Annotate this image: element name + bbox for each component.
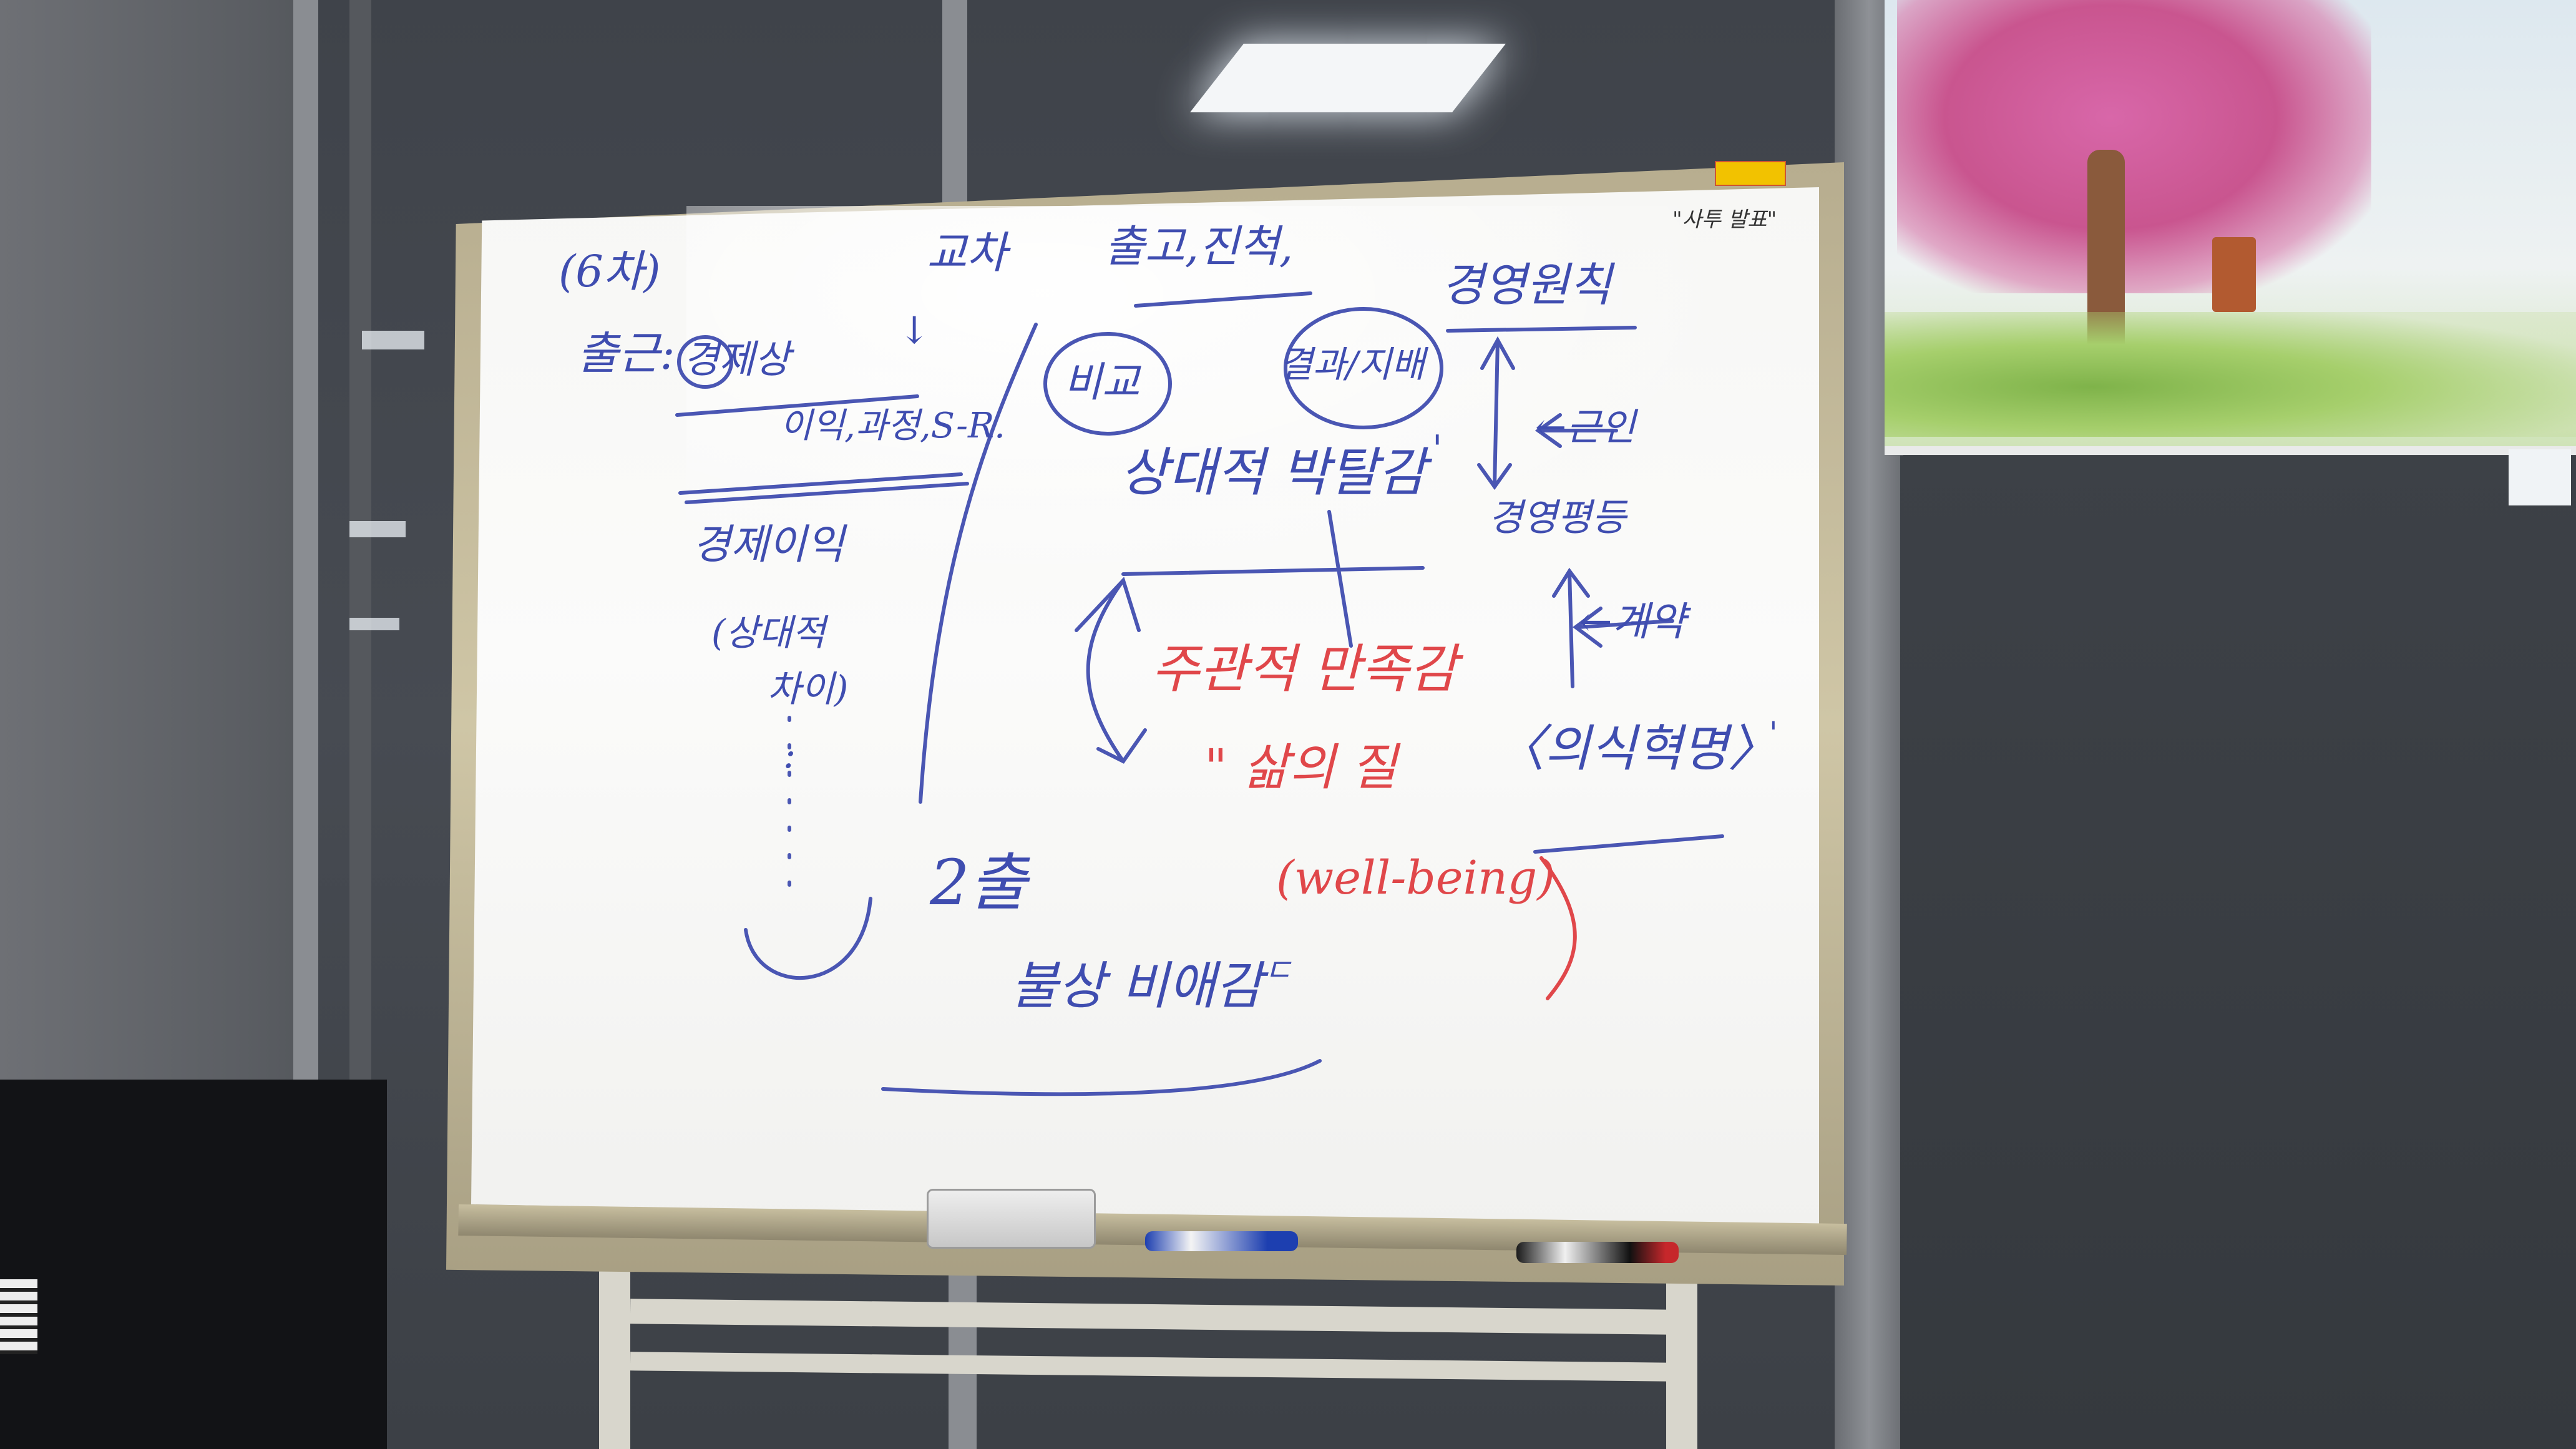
partition-frame bbox=[949, 1242, 977, 1449]
light-reflection bbox=[349, 618, 399, 630]
red-note-line: (well-being) bbox=[1276, 851, 1556, 905]
red-note-line: " 삶의 질 bbox=[1204, 738, 1397, 796]
eraser[interactable] bbox=[927, 1189, 1096, 1249]
circled-word-left: 비교 bbox=[1064, 358, 1140, 406]
note-prefix: 출근: bbox=[577, 327, 675, 379]
bottom-phrase: 불상 비애감 bbox=[1011, 957, 1263, 1016]
note-line: 이익,과정,S-R. bbox=[780, 406, 1005, 446]
top-right-note: "사투 발표" bbox=[1672, 207, 1777, 232]
poster-tree bbox=[1897, 0, 2371, 293]
note-circled-word: 경제상 bbox=[683, 336, 791, 382]
red-note-line: 주관적 만족감 bbox=[1151, 638, 1458, 700]
note-line: ←근인 bbox=[1535, 406, 1636, 449]
note-mark: ' bbox=[1769, 715, 1778, 751]
note-line: 차이) bbox=[768, 668, 849, 710]
circled-word-right: 결과/지배 bbox=[1279, 343, 1425, 386]
bottom-mark: ㄷ bbox=[1264, 952, 1292, 988]
piano bbox=[0, 1080, 387, 1449]
glass-window bbox=[1900, 456, 2576, 1449]
blue-marker[interactable] bbox=[1145, 1231, 1298, 1251]
light-reflection bbox=[349, 521, 406, 537]
note-dots: : bbox=[783, 733, 796, 777]
bottom-label: 2출 bbox=[930, 846, 1027, 919]
easel-leg bbox=[1666, 1261, 1697, 1449]
red-marker[interactable] bbox=[1516, 1242, 1679, 1263]
note-line: (상대적 bbox=[711, 612, 826, 654]
heading-session: (6차) bbox=[559, 246, 661, 297]
board-sticker bbox=[1715, 161, 1786, 186]
note-line: 경영평등 bbox=[1488, 496, 1626, 540]
poster-grass bbox=[1885, 312, 2576, 437]
poster-birdhouse bbox=[2212, 237, 2256, 312]
note-line: 경제이익 bbox=[693, 520, 844, 568]
header-word: 교차 bbox=[927, 227, 1007, 278]
quote-mark: ' bbox=[1432, 427, 1443, 471]
note-line: ←계약 bbox=[1579, 599, 1686, 645]
easel-leg bbox=[599, 1242, 630, 1449]
light-reflection bbox=[2509, 449, 2571, 505]
header-word: 출고,진척, bbox=[1105, 221, 1294, 272]
piano-keys bbox=[0, 1279, 37, 1354]
key-phrase: 상대적 박탈감 bbox=[1120, 442, 1427, 503]
partition-frame bbox=[942, 0, 967, 206]
bracket-phrase: 〈의식혁명〉 bbox=[1495, 720, 1778, 778]
light-reflection bbox=[362, 331, 424, 349]
note-arrow: ↓ bbox=[899, 309, 930, 353]
header-word: 경영원칙 bbox=[1442, 258, 1612, 312]
ceiling-light bbox=[1190, 44, 1506, 112]
